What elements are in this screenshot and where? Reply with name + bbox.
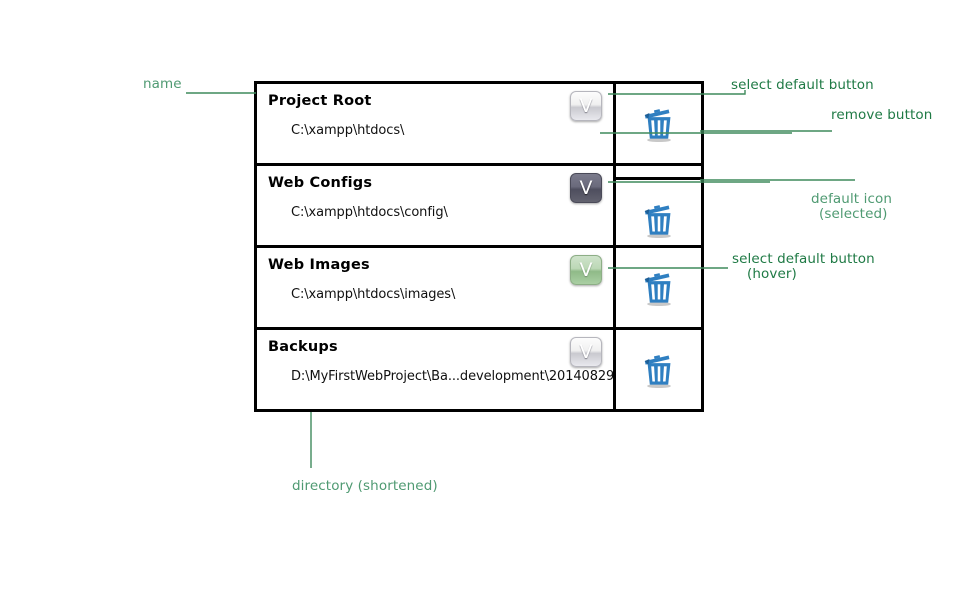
list-row[interactable]: Project Root C:\xampp\htdocs\ V [254, 81, 616, 166]
annotation-default-icon: default icon [811, 191, 892, 207]
remove-column [613, 81, 704, 412]
row-directory-label: C:\xampp\htdocs\ [291, 123, 405, 138]
annotation-name: name [143, 76, 182, 92]
list-row[interactable]: Web Images C:\xampp\htdocs\images\ V [254, 245, 616, 330]
select-default-button[interactable]: V [570, 91, 602, 121]
remove-button[interactable] [613, 245, 704, 330]
list-row[interactable]: Web Configs C:\xampp\htdocs\config\ V [254, 163, 616, 248]
row-directory-label: C:\xampp\htdocs\config\ [291, 205, 448, 220]
row-directory-label: D:\MyFirstWebProject\Ba...development\20… [291, 369, 651, 384]
default-folder-list: Project Root C:\xampp\htdocs\ V Web Conf… [254, 81, 704, 412]
row-directory-label: C:\xampp\htdocs\images\ [291, 287, 456, 302]
select-default-button-selected[interactable]: V [570, 173, 602, 203]
annotation-default-icon-sub: (selected) [819, 206, 888, 222]
trash-icon [644, 354, 671, 388]
select-default-button-hover[interactable]: V [570, 255, 602, 285]
trash-icon [644, 272, 671, 306]
row-name-label: Project Root [268, 93, 372, 109]
annotation-select-default-hover: select default button [732, 251, 875, 267]
row-name-label: Backups [268, 339, 338, 355]
annotation-remove-button: remove button [831, 107, 933, 123]
annotation-select-default-hover-sub: (hover) [747, 266, 797, 282]
annotation-directory-shortened: directory (shortened) [292, 478, 438, 494]
row-name-label: Web Images [268, 257, 370, 273]
select-default-button[interactable]: V [570, 337, 602, 367]
annotation-select-default-button: select default button [731, 77, 874, 93]
remove-button[interactable] [613, 81, 704, 166]
list-row[interactable]: Backups D:\MyFirstWebProject\Ba...develo… [254, 327, 651, 412]
row-name-label: Web Configs [268, 175, 373, 191]
trash-icon [644, 108, 671, 142]
trash-icon [644, 204, 671, 238]
remove-button[interactable] [613, 327, 704, 412]
